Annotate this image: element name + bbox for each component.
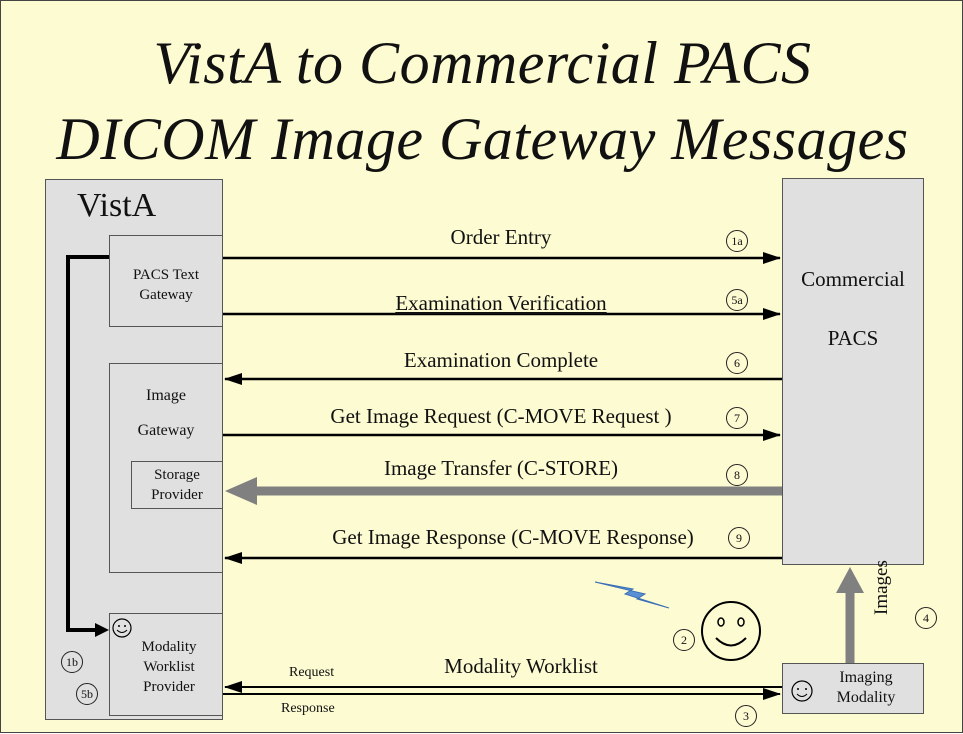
mwl-provider-label-1: Modality xyxy=(141,639,197,655)
response-label: Response xyxy=(281,701,335,716)
images-label: Images xyxy=(871,560,892,615)
imaging-modality-label-2: Modality xyxy=(836,689,896,706)
step-4-badge: 4 xyxy=(915,607,937,629)
image-gateway-label-1: Image xyxy=(146,387,186,404)
commercial-pacs-box xyxy=(782,178,924,565)
step-7-badge: 7 xyxy=(726,407,748,429)
lightning-bolt-icon xyxy=(594,581,670,609)
step-9-badge: 9 xyxy=(728,527,750,549)
mwl-provider-smiley-icon xyxy=(112,618,132,638)
internal-connector xyxy=(66,255,109,632)
storage-provider-label-2: Provider xyxy=(151,487,203,503)
request-label: Request xyxy=(289,665,335,680)
step-6-badge: 6 xyxy=(726,352,748,374)
imaging-modality-smiley-icon xyxy=(791,680,813,702)
step-8-badge: 8 xyxy=(726,464,748,486)
title-line-2: DICOM Image Gateway Messages xyxy=(56,106,909,172)
step-2-badge: 2 xyxy=(673,629,695,651)
step-5a-badge: 5a xyxy=(726,289,748,311)
internal-connector-head xyxy=(95,623,109,637)
pacs-text-gateway-box xyxy=(109,235,223,327)
pacs-text-gateway-label-1: PACS Text xyxy=(132,267,200,283)
get-image-response-label: Get Image Response (C-MOVE Response) xyxy=(332,525,694,549)
vista-label: VistA xyxy=(77,187,157,224)
mwl-provider-label-2: Worklist xyxy=(143,659,195,675)
modality-worklist-provider-box xyxy=(109,613,223,716)
modality-worklist-label: Modality Worklist xyxy=(444,654,598,678)
title-line-1: VistA to Commercial PACS xyxy=(153,30,812,96)
image-transfer-label: Image Transfer (C-STORE) xyxy=(383,456,619,480)
commercial-pacs-label-1: Commercial xyxy=(801,267,905,291)
imaging-modality-label-1: Imaging xyxy=(839,669,893,686)
images-arrow-head xyxy=(836,567,864,593)
order-entry-label: Order Entry xyxy=(450,225,552,249)
storage-provider-label-1: Storage xyxy=(154,467,200,483)
pacs-text-gateway-label-2: Gateway xyxy=(139,287,193,303)
image-gateway-label-2: Gateway xyxy=(137,422,195,439)
storage-provider-box xyxy=(131,461,223,509)
step-5b-badge: 5b xyxy=(76,683,98,705)
image-transfer-arrow-head xyxy=(225,477,257,505)
mwl-provider-label-3: Provider xyxy=(143,679,195,695)
step-1a-badge: 1a xyxy=(726,230,748,252)
examination-verification-label: Examination Verification xyxy=(395,291,607,315)
smiley-face-icon xyxy=(701,601,761,661)
step-3-badge: 3 xyxy=(735,705,757,727)
commercial-pacs-label-2: PACS xyxy=(827,326,879,350)
get-image-request-label: Get Image Request (C-MOVE Request ) xyxy=(330,404,672,428)
step-1b-badge: 1b xyxy=(61,651,83,673)
examination-complete-label: Examination Complete xyxy=(403,348,599,372)
